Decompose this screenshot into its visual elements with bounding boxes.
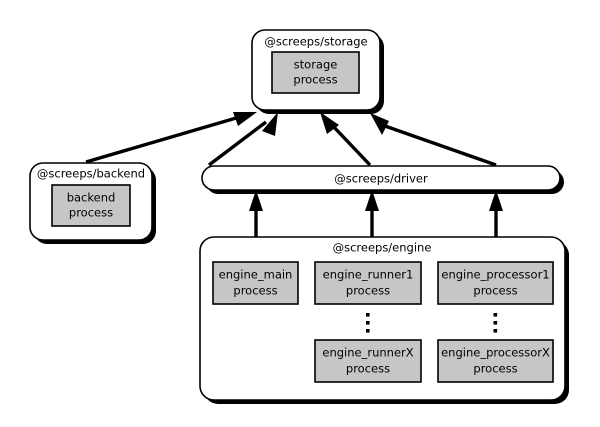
package-engine[interactable]: @screeps/engine engine_main process engi…	[199, 236, 569, 404]
process-backend-line2: process	[69, 206, 113, 220]
process-engine-processor1-line1: engine_processor1	[441, 268, 549, 282]
processor-ellipsis-icon	[493, 313, 498, 333]
arrow-engine-to-driver-right	[489, 190, 503, 238]
arrow-backend-to-storage	[85, 112, 257, 164]
package-backend-label: @screeps/backend	[37, 167, 145, 181]
process-backend[interactable]: backend process	[51, 184, 131, 227]
process-engine-runner1-line1: engine_runner1	[323, 268, 414, 282]
arrow-engine-to-driver-left	[249, 190, 263, 238]
process-engine-runnerx-line1: engine_runnerX	[322, 346, 413, 360]
process-engine-runner1-line2: process	[346, 284, 390, 298]
package-storage[interactable]: @screeps/storage storage process	[251, 29, 384, 114]
arrow-driver-to-storage-left	[207, 112, 278, 167]
process-engine-processorx-line2: process	[473, 362, 517, 376]
process-engine-main-line1: engine_main	[219, 268, 293, 282]
package-driver[interactable]: @screeps/driver	[201, 165, 564, 194]
process-backend-line1: backend	[67, 191, 116, 205]
process-storage-line1: storage	[294, 58, 338, 72]
runner-ellipsis-icon	[366, 313, 370, 333]
package-storage-label: @screeps/storage	[264, 35, 367, 49]
process-engine-main[interactable]: engine_main process	[212, 261, 299, 305]
process-engine-runnerx[interactable]: engine_runnerX process	[314, 339, 422, 383]
package-backend[interactable]: @screeps/backend backend process	[29, 162, 156, 244]
package-driver-label: @screeps/driver	[334, 172, 428, 186]
arrow-engine-to-driver-middle	[365, 190, 379, 238]
process-engine-runner1[interactable]: engine_runner1 process	[314, 261, 422, 305]
process-engine-processor1-line2: process	[473, 284, 517, 298]
process-storage-line2: process	[293, 73, 337, 87]
package-engine-label: @screeps/engine	[333, 241, 432, 255]
process-engine-processorx[interactable]: engine_processorX process	[437, 339, 554, 383]
connection-layer	[85, 112, 503, 238]
process-engine-main-line2: process	[233, 284, 277, 298]
arrow-driver-to-storage-right	[370, 113, 497, 167]
process-storage[interactable]: storage process	[271, 51, 360, 94]
arrow-driver-to-storage-middle	[320, 112, 372, 167]
process-engine-processor1[interactable]: engine_processor1 process	[437, 261, 554, 305]
process-engine-runnerx-line2: process	[346, 362, 390, 376]
process-engine-processorx-line1: engine_processorX	[441, 346, 550, 360]
